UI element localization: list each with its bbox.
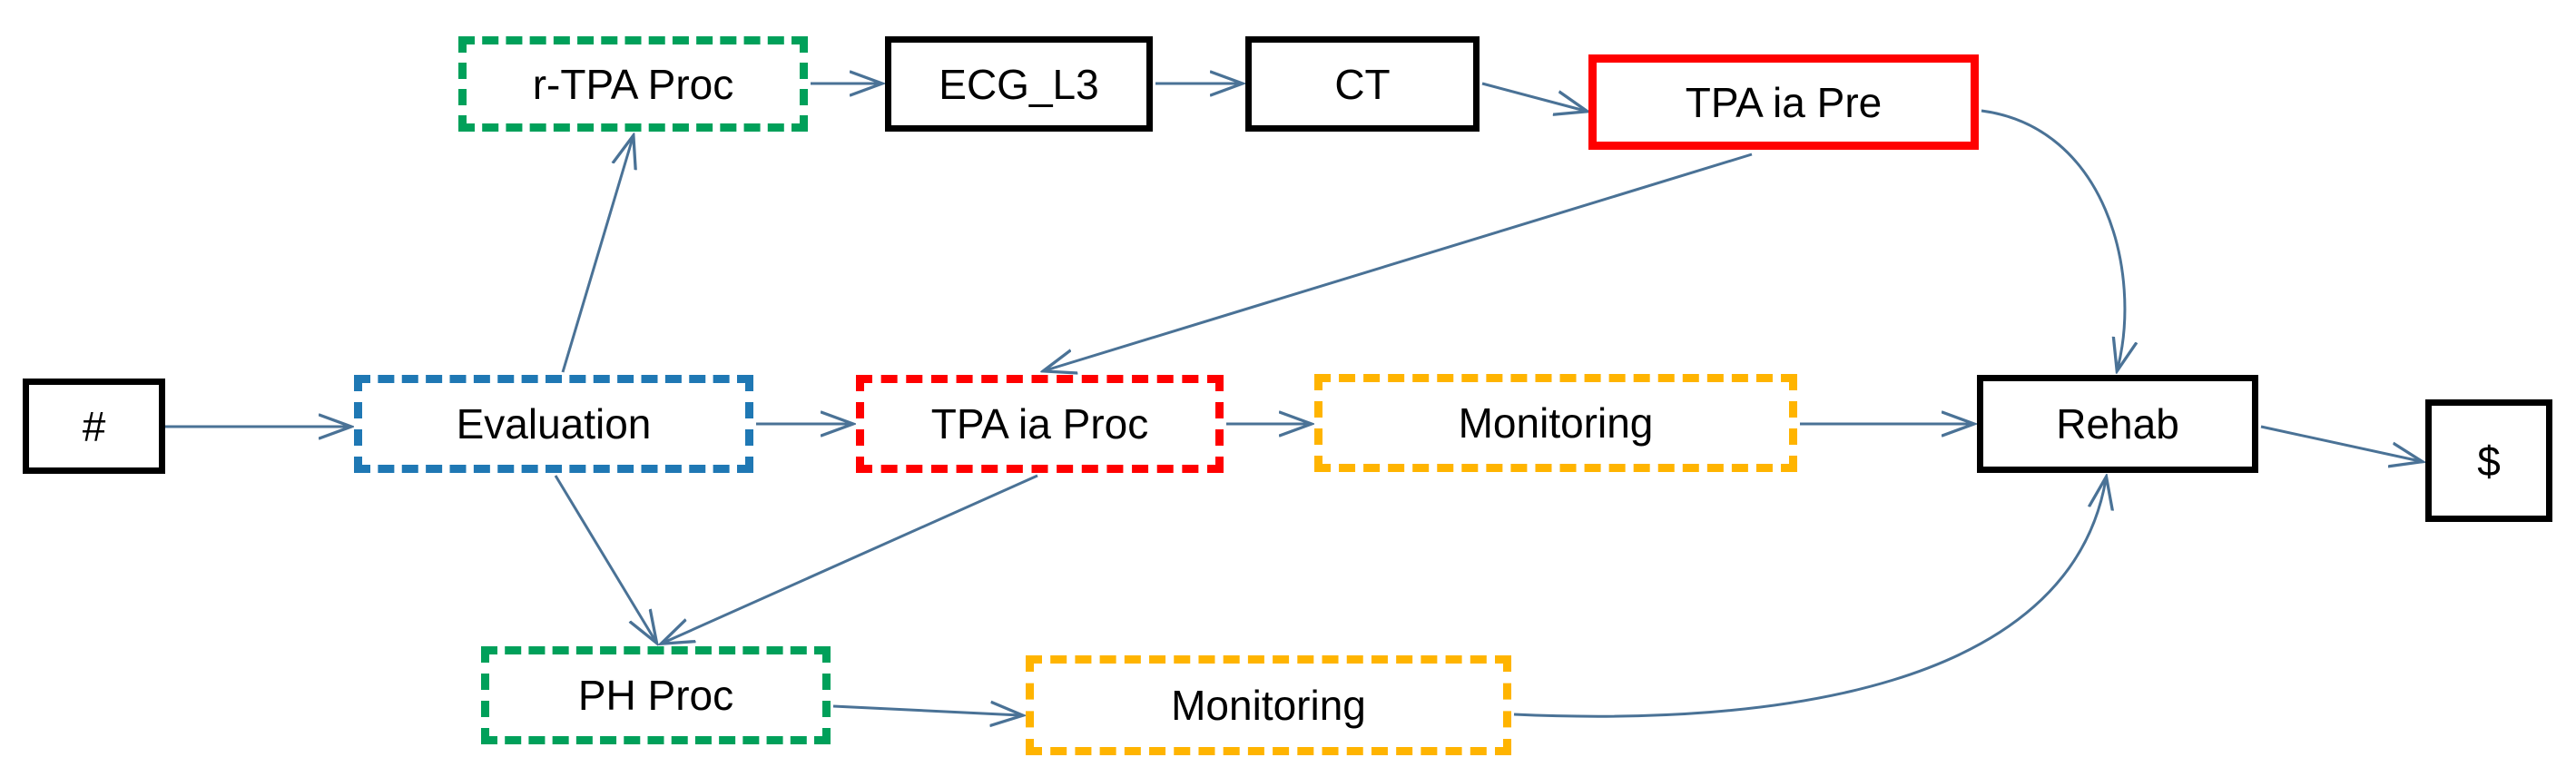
- node-rehab-label: Rehab: [2056, 400, 2179, 448]
- node-evaluation[interactable]: Evaluation: [354, 375, 753, 473]
- edge-ct-to-tpa-ia-pre: [1481, 82, 1585, 111]
- node-end-label: $: [2477, 437, 2501, 485]
- node-rehab[interactable]: Rehab: [1977, 375, 2258, 473]
- node-tpa-ia-proc-label: TPA ia Proc: [930, 400, 1149, 448]
- node-rtpa-proc-label: r-TPA Proc: [532, 60, 734, 108]
- node-tpa-ia-proc[interactable]: TPA ia Proc: [856, 375, 1224, 473]
- node-evaluation-label: Evaluation: [456, 400, 652, 448]
- node-monitoring-1[interactable]: Monitoring: [1314, 374, 1797, 472]
- node-ct[interactable]: CT: [1245, 36, 1480, 132]
- edge-rehab-to-end: [2260, 425, 2420, 461]
- node-ct-label: CT: [1334, 60, 1391, 108]
- node-monitoring-1-label: Monitoring: [1458, 399, 1654, 447]
- edge-evaluation-to-ph-proc: [554, 475, 655, 641]
- edge-tpa-ia-pre-to-rehab: [1981, 109, 2125, 369]
- edge-evaluation-to-rtpa-proc: [561, 138, 633, 373]
- edge-ph-proc-to-monitoring-2: [832, 706, 1020, 715]
- node-ph-proc-label: PH Proc: [577, 672, 734, 719]
- node-ph-proc[interactable]: PH Proc: [481, 646, 831, 744]
- node-monitoring-2[interactable]: Monitoring: [1026, 655, 1511, 755]
- node-ecg-l3-label: ECG_L3: [939, 60, 1099, 108]
- node-monitoring-2-label: Monitoring: [1171, 682, 1366, 729]
- node-tpa-ia-pre-label: TPA ia Pre: [1685, 78, 1883, 126]
- node-ecg-l3[interactable]: ECG_L3: [885, 36, 1153, 132]
- edge-tpa-ia-proc-to-ph-proc: [664, 474, 1038, 643]
- edge-monitoring-2-to-rehab: [1513, 479, 2106, 718]
- edge-tpa-ia-pre-to-tpa-ia-proc: [1046, 152, 1753, 370]
- node-rtpa-proc[interactable]: r-TPA Proc: [458, 36, 808, 132]
- node-tpa-ia-pre[interactable]: TPA ia Pre: [1588, 54, 1979, 150]
- node-end[interactable]: $: [2425, 399, 2552, 522]
- node-start-label: #: [82, 402, 106, 450]
- node-start[interactable]: #: [23, 379, 165, 474]
